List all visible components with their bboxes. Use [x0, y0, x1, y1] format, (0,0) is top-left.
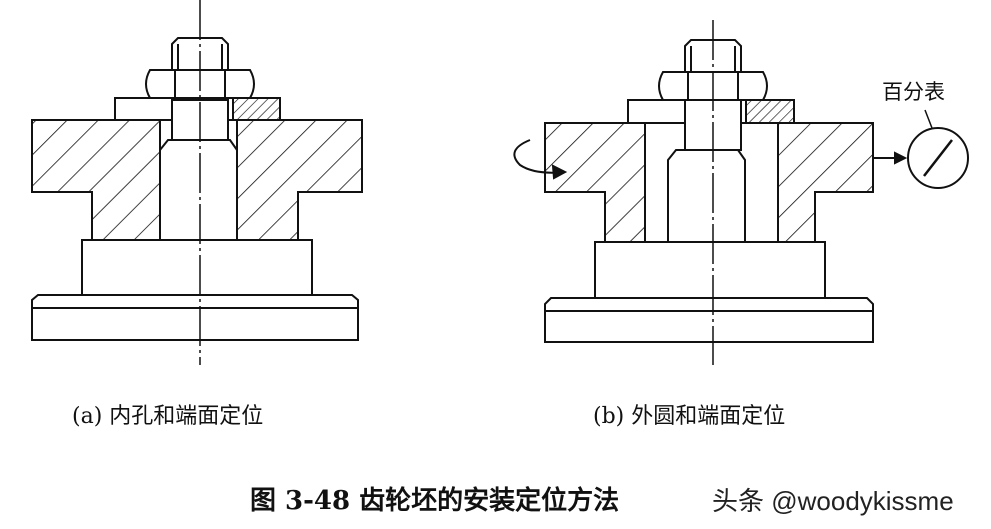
fixture-a: [31, 0, 363, 365]
base-plate-a: [31, 294, 359, 341]
watermark: 头条 @woodykissme: [712, 486, 954, 516]
mandrel-b: [667, 149, 746, 243]
fixture-b: [513, 20, 969, 365]
base-block-a: [81, 239, 313, 296]
workpiece-left-a: [31, 119, 161, 241]
workpiece-right-b: [777, 122, 874, 243]
rotation-arrow-icon: [513, 139, 566, 174]
subfigure-a-caption: (a) 内孔和端面定位: [72, 404, 264, 429]
dial-gauge-label: 百分表: [882, 80, 945, 104]
mandrel-a: [159, 139, 238, 241]
base-plate-b: [544, 297, 874, 343]
workpiece-right-a: [236, 119, 363, 241]
base-block-b: [594, 241, 826, 299]
workpiece-left-b: [544, 122, 646, 243]
washer-hatched-a: [232, 97, 281, 121]
washer-hatched-b: [745, 99, 795, 124]
figure-caption: 图 3-48 齿轮坯的安装定位方法: [250, 486, 620, 516]
subfigure-b-caption: (b) 外圆和端面定位: [593, 404, 786, 429]
